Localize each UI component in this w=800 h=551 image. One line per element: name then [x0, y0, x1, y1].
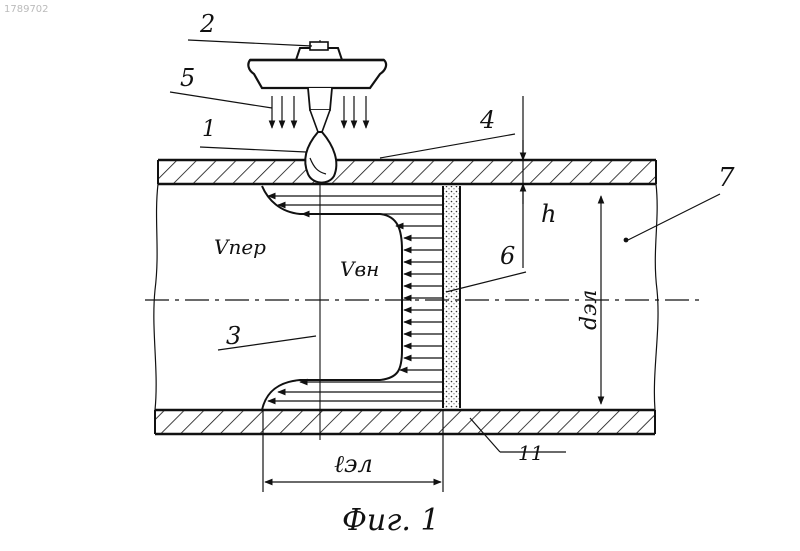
figure-caption: Фиг. 1	[342, 503, 440, 538]
label-7: 7	[718, 163, 735, 193]
velocity-profile-curve	[262, 186, 402, 410]
label-2: 2	[199, 10, 215, 38]
top-pipe-wall	[158, 160, 656, 184]
interface-layer	[443, 186, 460, 408]
label-5: 5	[180, 64, 195, 92]
label-l-el: ℓэл	[334, 450, 373, 478]
label-v-per: Vпер	[214, 235, 266, 259]
label-d-el: dэл	[577, 290, 602, 330]
label-1: 1	[202, 117, 216, 142]
left-break-line	[154, 184, 158, 410]
right-break-line	[654, 184, 658, 410]
label-11: 11	[518, 441, 543, 465]
bottom-pipe-wall	[155, 410, 655, 434]
label-6: 6	[500, 242, 515, 270]
label-4: 4	[479, 106, 495, 134]
flow-arrows	[268, 196, 443, 401]
droplet	[305, 132, 336, 183]
label-3: 3	[226, 322, 241, 350]
corner-number: 1789702	[4, 4, 49, 15]
region-7-dot	[624, 238, 629, 243]
label-v-vn: Vвн	[340, 257, 379, 281]
label-h: h	[541, 200, 556, 228]
